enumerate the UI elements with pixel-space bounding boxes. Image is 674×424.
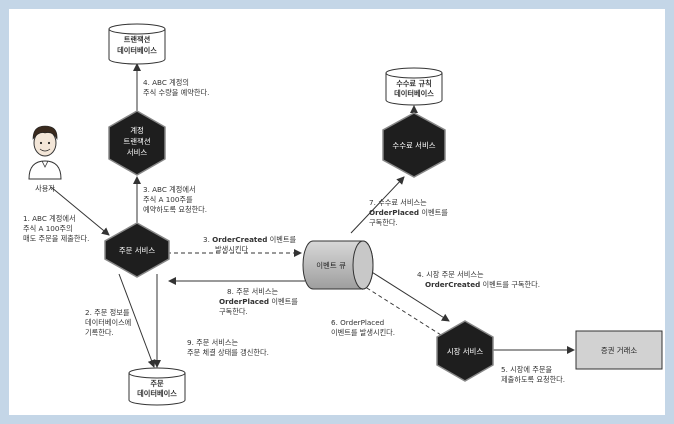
step3b-suffix: 이벤트를 [267,235,296,244]
step2-line2: 데이터베이스에 [85,318,131,327]
order-db-label-2: 데이터베이스 [137,389,177,398]
step3-line1: 3. ABC 계정에서 [143,185,196,194]
edge-queue-to-fee [350,176,405,234]
order-service: 주문 서비스 [104,222,170,278]
transaction-db-label-1: 트랜잭션 [124,35,150,44]
market-service: 시장 서비스 [436,320,494,382]
step8-line2: OrderPlaced 이벤트를 [219,297,298,306]
step3-line2: 주식 A 100주를 [143,195,193,204]
fee-rule-database: 수수료 규칙 데이터베이스 [385,67,443,106]
step3b-line1: 3. OrderCreated 이벤트를 [203,235,297,244]
step3b-prefix: 3. [203,235,212,244]
account-service-label-2: 트랜잭션 [123,137,150,146]
step9-line1: 9. 주문 서비스는 [187,338,238,347]
step9-line2: 주문 체결 상태를 갱신한다. [187,348,269,357]
step3b-event: OrderCreated [212,235,267,244]
step6-line2: 이벤트를 발생시킨다. [331,328,395,337]
step3b-line2: 발생시킨다 [215,245,248,254]
step3-line3: 예약하도록 요청한다. [143,205,207,214]
step4a-line1: 4. ABC 계정의 [143,78,189,87]
step1-line2: 주식 A 100주의 [23,224,73,233]
step8-line1: 8. 주문 서비스는 [227,287,278,296]
step7-suffix: 이벤트를 [419,208,448,217]
fee-service: 수수료 서비스 [382,112,446,178]
transaction-database: 트랜잭션 데이터베이스 [108,23,166,65]
step4b-suffix: 이벤트를 구독한다. [480,280,540,289]
account-service-label-1: 계정 [130,126,144,135]
edge-user-to-order [50,186,110,236]
stock-exchange: 증권 거래소 [575,330,663,370]
order-database: 주문 데이터베이스 [128,367,186,406]
step7-line2: OrderPlaced 이벤트를 [369,208,448,217]
step2-line3: 기록한다. [85,328,114,337]
fee-service-label: 수수료 서비스 [392,141,435,150]
architecture-diagram: 트랜잭션 데이터베이스 수수료 규칙 데이터베이스 주문 데이터베이스 계정 트… [9,9,665,415]
step1-line1: 1. ABC 계정에서 [23,214,76,223]
edge-queue-to-market [366,268,450,322]
step1-line3: 매도 주문을 제출한다. [23,234,89,243]
step7-line3: 구독한다. [369,218,398,227]
step5-line1: 5. 시장에 주문을 [501,365,552,374]
transaction-db-label-2: 데이터베이스 [117,46,157,55]
fee-db-label-1: 수수료 규칙 [396,79,432,88]
step8-event: OrderPlaced [219,297,269,306]
step4a-line2: 주식 수량을 예약한다. [143,88,209,97]
event-queue: 이벤트 큐 [302,240,374,290]
edge-market-to-queue [358,282,442,336]
order-db-label-1: 주문 [150,379,164,388]
event-queue-label: 이벤트 큐 [316,261,346,270]
step4b-line1: 4. 시장 주문 서비스는 [417,270,484,279]
order-service-label: 주문 서비스 [119,246,156,255]
step8-line3: 구독한다. [219,307,248,316]
user-label: 사용자 [35,184,55,193]
edge-order-to-order-db [118,273,156,368]
step2-line1: 2. 주문 정보를 [85,308,130,317]
account-transaction-service: 계정 트랜잭션 서비스 [108,110,166,176]
user-avatar: 사용자 [28,125,62,193]
step8-suffix: 이벤트를 [269,297,298,306]
step7-line1: 7. 수수료 서비스는 [369,198,427,207]
market-service-label: 시장 서비스 [447,347,484,356]
step7-event: OrderPlaced [369,208,419,217]
step4b-line2: OrderCreated 이벤트를 구독한다. [425,280,540,289]
step5-line2: 제출하도록 요청한다. [501,375,565,384]
fee-db-label-2: 데이터베이스 [394,89,434,98]
exchange-label: 증권 거래소 [601,346,638,355]
account-service-label-3: 서비스 [127,148,148,157]
step4b-event: OrderCreated [425,280,480,289]
step6-line1: 6. OrderPlaced [331,318,384,327]
